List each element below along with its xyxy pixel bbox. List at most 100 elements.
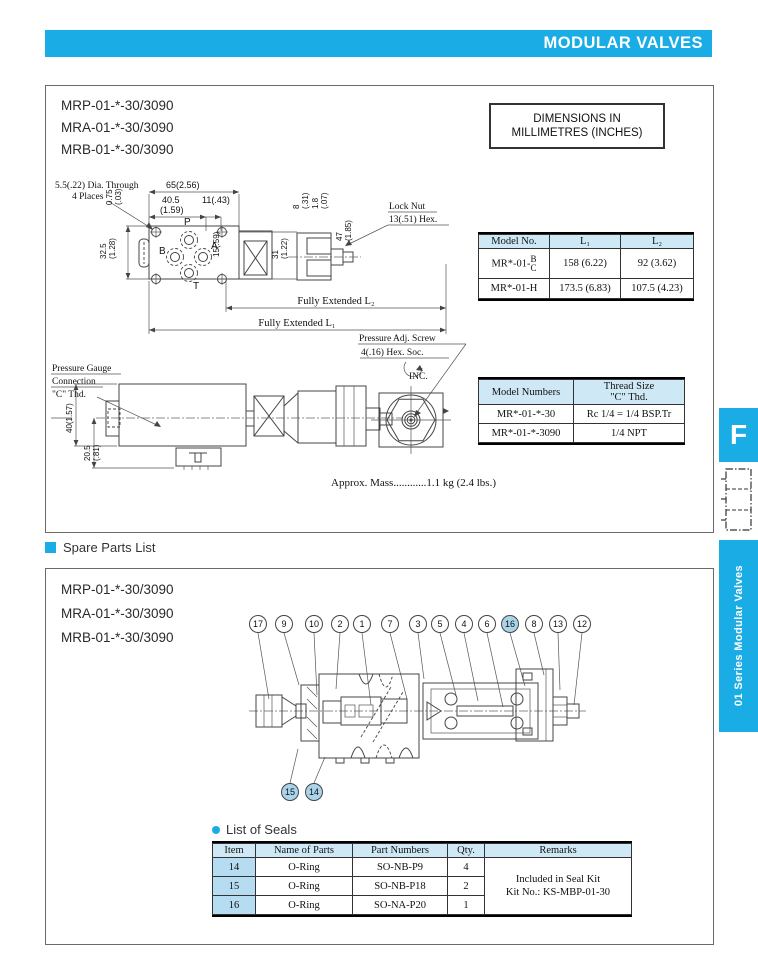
table-row: 16 O-Ring SO-NA-P20 1	[212, 895, 632, 915]
dim-11: 11(.43)	[202, 195, 230, 205]
col-l1: L₁	[549, 234, 621, 249]
col-model-numbers: Model Numbers	[478, 379, 574, 405]
exploded-view-drawing: 17 9 10 2 1 7 3 5 4 6 16 8 13 12 15 14	[249, 615, 591, 801]
dim-20-5-in: (.81)	[92, 444, 101, 461]
seals-title: List of Seals	[226, 822, 297, 837]
valve-cross-section	[255, 668, 580, 764]
col-l2: L₂	[620, 234, 694, 249]
callout: 9	[281, 619, 286, 629]
page-header-bar: MODULAR VALVES	[45, 30, 712, 57]
model-list-spare-parts: MRP-01-*-30/3090 MRA-01-*-30/3090 MRB-01…	[61, 578, 174, 650]
bolt-holes	[150, 226, 228, 285]
callout: 2	[337, 619, 342, 629]
thread-size-table: Model Numbers Thread Size "C" Thd. MR*-0…	[478, 377, 685, 445]
dim-20-5: 20.5	[83, 445, 92, 461]
callouts-top: 17 9 10 2 1 7 3 5 4 6 16 8 13 12	[249, 615, 591, 633]
port-a-label: A	[211, 241, 218, 252]
dimension-units-note: DIMENSIONS IN MILLIMETRES (INCHES)	[489, 103, 665, 149]
end-view	[371, 386, 451, 454]
col-thread-size: Thread Size "C" Thd.	[573, 379, 685, 405]
callout: 5	[437, 619, 442, 629]
col-model-no: Model No.	[478, 234, 550, 249]
gauge-label-2: Connection	[52, 377, 96, 387]
gauge-label-1: Pressure Gauge	[52, 364, 111, 374]
dim-32-5: 32.5	[99, 243, 108, 259]
callout: 12	[577, 619, 587, 629]
dim-0-75: 0.75	[105, 189, 114, 205]
adj-screw-label-2: 4(.16) Hex. Soc.	[361, 347, 424, 358]
page-title: MODULAR VALVES	[543, 34, 703, 52]
seals-header-row: Item Name of Parts Part Numbers Qty. Rem…	[212, 843, 632, 858]
dim-31: 31	[271, 250, 280, 259]
model-number: MRA-01-*-30/3090	[61, 120, 174, 135]
adj-screw-label-1: Pressure Adj. Screw	[359, 334, 436, 344]
callout: 1	[359, 619, 364, 629]
top-view-drawing: 5.5(.22) Dia. Through 4 Places 65(2.56) …	[55, 180, 449, 334]
model-number: MRB-01-*-30/3090	[61, 630, 174, 645]
callout: 10	[309, 619, 319, 629]
side-tab-letter: F	[719, 408, 758, 462]
model-number: MRB-01-*-30/3090	[61, 142, 174, 157]
dim-47: 47	[335, 232, 344, 241]
fully-extended-l1-label: Fully Extended L₁	[258, 318, 335, 329]
callout: 8	[531, 619, 536, 629]
callout: 6	[484, 619, 489, 629]
callout-leaders	[257, 632, 583, 784]
spare-parts-panel: MRP-01-*-30/3090 MRA-01-*-30/3090 MRB-01…	[45, 568, 714, 945]
model-number: MRP-01-*-30/3090	[61, 582, 174, 597]
dia-through-label: 5.5(.22) Dia. Through	[55, 180, 139, 191]
gauge-label-3: "C" Thd.	[52, 390, 86, 400]
port-t-label: T	[193, 281, 199, 292]
table-row: MR*-01-*-30 Rc 1/4 = 1/4 BSP.Tr	[478, 404, 685, 424]
dim-47-in: (1.85)	[344, 220, 353, 241]
dim-40-5: 40.5	[162, 195, 180, 205]
approx-mass-note: Approx. Mass............1.1 kg (2.4 lbs.…	[331, 477, 496, 489]
port-cluster: P B A T	[159, 217, 218, 292]
lock-nut-size-label: 13(.51) Hex.	[389, 214, 437, 225]
spare-parts-section-heading: Spare Parts List	[45, 540, 156, 555]
section-square-bullet-icon	[45, 542, 56, 553]
callouts-bottom: 15 14	[281, 783, 323, 801]
section-title: Spare Parts List	[63, 540, 156, 555]
callout-highlighted: 16	[505, 619, 515, 629]
model-list-dimensions: MRP-01-*-30/3090 MRA-01-*-30/3090 MRB-01…	[61, 95, 174, 161]
callout: 17	[253, 619, 263, 629]
modular-valve-symbol-icon	[721, 466, 755, 534]
dim-8: 8	[292, 204, 301, 209]
dim-8-in: (.31)	[301, 192, 310, 209]
callout: 7	[387, 619, 392, 629]
four-places-label: 4 Places	[72, 192, 104, 202]
side-tab-series-label: 01 Series Modular Valves	[719, 540, 758, 732]
side-view-drawing: Pressure Gauge Connection "C" Thd.	[51, 334, 467, 470]
port-p-label: P	[184, 217, 191, 228]
dim-0-75-in: (.03)	[114, 188, 123, 205]
model-number: MRA-01-*-30/3090	[61, 606, 174, 621]
dimensions-panel: MRP-01-*-30/3090 MRA-01-*-30/3090 MRB-01…	[45, 85, 714, 533]
dim-1-8: 1.8	[311, 197, 320, 209]
dim-31-in: (1.22)	[280, 238, 289, 259]
lock-nut-label: Lock Nut	[389, 202, 426, 212]
dim-40-5-in: (1.59)	[160, 205, 184, 215]
dim-32-5-in: (1.28)	[108, 238, 117, 259]
list-of-seals-heading: List of Seals	[212, 822, 297, 837]
table-row: MR*-01-*-3090 1/4 NPT	[478, 423, 685, 443]
fully-extended-l2-label: Fully Extended L₂	[297, 296, 374, 307]
callout: 13	[553, 619, 563, 629]
table-row: MR*-01-H 173.5 (6.83) 107.5 (4.23)	[478, 278, 694, 299]
model-number: MRP-01-*-30/3090	[61, 98, 174, 113]
callout: 3	[415, 619, 420, 629]
seals-table: Item Name of Parts Part Numbers Qty. Rem…	[212, 841, 632, 917]
seals-remarks: Included in Seal Kit Kit No.: KS-MBP-01-…	[484, 857, 632, 915]
bullet-dot-icon	[212, 825, 220, 834]
port-b-label: B	[159, 246, 166, 257]
inc-label: INC.	[409, 372, 428, 382]
callout: 4	[461, 619, 466, 629]
dim-15: 15(.59)	[212, 231, 221, 257]
dim-65: 65(2.56)	[166, 180, 200, 190]
dim-1-8-in: (.07)	[320, 192, 329, 209]
callout-highlighted: 15	[285, 787, 295, 797]
table-row: 14 O-Ring SO-NB-P9 4 Included in Seal Ki…	[212, 857, 632, 915]
